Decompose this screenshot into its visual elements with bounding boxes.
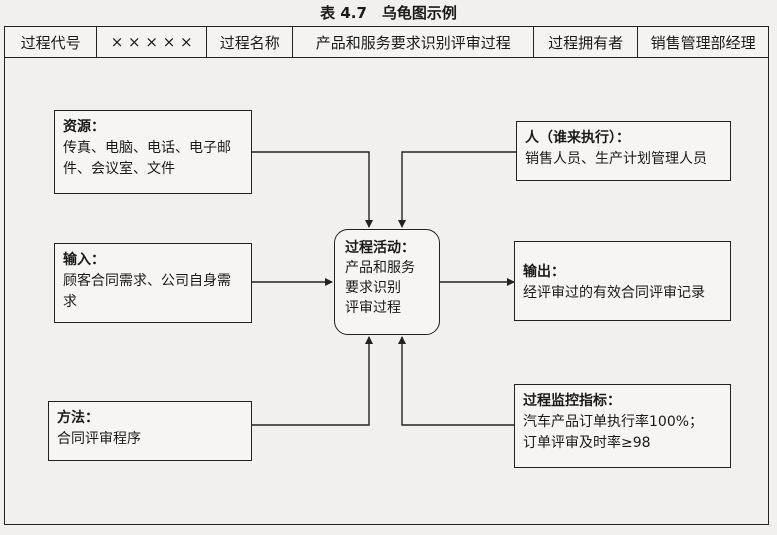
diagram-frame <box>4 57 769 525</box>
output-box: 输出： 经评审过的有效合同评审记录 <box>514 241 731 321</box>
input-title: 输入： <box>63 252 105 268</box>
who-title: 人（谁来执行）： <box>525 130 630 146</box>
process-activity-body: 产品和服务 要求识别 评审过程 <box>345 260 415 316</box>
resources-title: 资源： <box>63 119 105 135</box>
kpi-arrow <box>398 336 516 426</box>
method-body: 合同评审程序 <box>57 431 141 447</box>
input-body: 顾客合同需求、公司自身需求 <box>63 273 231 310</box>
method-box: 方法： 合同评审程序 <box>48 401 252 461</box>
input-box: 输入： 顾客合同需求、公司自身需求 <box>54 243 252 323</box>
method-arrow <box>252 336 373 426</box>
kpi-body-line1: 汽车产品订单执行率100%； <box>523 414 704 430</box>
resources-body: 传真、电脑、电话、电子邮件、会议室、文件 <box>63 140 231 177</box>
who-body: 销售人员、生产计划管理人员 <box>525 151 707 167</box>
process-code-value: × × × × × <box>97 27 208 57</box>
diagram-caption: 表 4.7 乌龟图示例 <box>320 4 457 22</box>
kpi-title: 过程监控指标： <box>523 393 621 409</box>
output-body: 经评审过的有效合同评审记录 <box>523 285 705 301</box>
process-header-row: 过程代号 × × × × × 过程名称 产品和服务要求识别评审过程 过程拥有者 … <box>4 26 769 58</box>
process-owner-value: 销售管理部经理 <box>650 33 756 52</box>
kpi-body-line2: 订单评审及时率≥98 <box>523 435 651 451</box>
process-name-label: 过程名称 <box>207 27 294 57</box>
process-activity-title: 过程活动： <box>345 240 415 256</box>
resources-arrow <box>252 151 373 228</box>
who-arrow <box>398 151 516 228</box>
method-title: 方法： <box>57 410 99 426</box>
output-title: 输出： <box>523 264 565 280</box>
process-activity-box: 过程活动： 产品和服务 要求识别 评审过程 <box>334 229 440 335</box>
process-owner-label: 过程拥有者 <box>534 27 639 57</box>
who-box: 人（谁来执行）： 销售人员、生产计划管理人员 <box>516 121 731 181</box>
resources-box: 资源： 传真、电脑、电话、电子邮件、会议室、文件 <box>54 110 252 194</box>
kpi-box: 过程监控指标： 汽车产品订单执行率100%； 订单评审及时率≥98 <box>514 384 731 468</box>
process-name-value: 产品和服务要求识别评审过程 <box>293 27 535 57</box>
process-code-label: 过程代号 <box>5 27 98 57</box>
